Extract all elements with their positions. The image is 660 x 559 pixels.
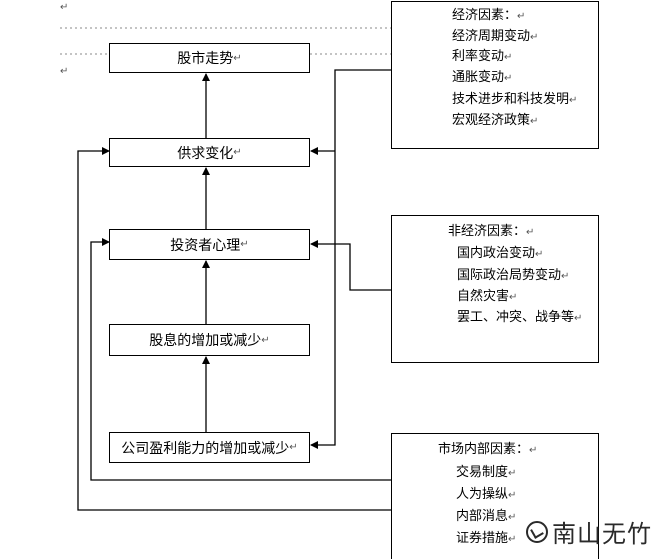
non-economic-factor-item: 国际政治局势变动 [457,268,562,283]
box-label: 投资者心理 [170,237,241,254]
market-internal-factors-title: 市场内部因素： [438,442,530,457]
economic-factor-item: 技术进步和科技发明 [452,92,570,107]
watermark-logo-icon [526,520,548,543]
box-supply-demand: 供求变化↵ [109,138,310,167]
paragraph-mark: ↵ [574,313,583,324]
paragraph-mark: ↵ [261,334,270,346]
paragraph-mark: ↵ [508,534,517,545]
market-internal-factor-item: 内部消息 [456,509,509,524]
paragraph-mark: ↵ [526,227,535,238]
paragraph-mark: ↵ [508,490,517,501]
box-label: 供求变化 [177,145,234,162]
non-economic-factor-item: 罢工、冲突、战争等 [457,310,575,325]
paragraph-mark: ↵ [504,73,513,84]
paragraph-mark: ↵ [240,239,249,250]
market-internal-factors-box: 市场内部因素：↵ 交易制度↵ 人为操纵↵ 内部消息↵ 证券措施↵ [391,433,599,559]
economic-factors-box: 经济因素：↵ 经济周期变动↵ 利率变动↵ 通胀变动↵ 技术进步和科技发明↵ 宏观… [391,1,599,149]
arrow-market-to-supply [77,147,392,511]
non-economic-factors-box: 非经济因素：↵ 国内政治变动↵ 国际政治局势变动↵ 自然灾害↵ 罢工、冲突、战争… [391,215,599,363]
paragraph-mark: ↵ [289,442,298,453]
paragraph-mark: ↵ [509,292,518,303]
paragraph-mark: ↵ [530,116,539,127]
economic-factor-item: 通胀变动 [452,70,505,85]
box-investor-psychology: 投资者心理↵ [109,229,310,260]
box-label: 股市走势 [177,51,234,67]
arrow-noneconomic-to-psychology [310,240,392,291]
paragraph-mark: ↵ [508,512,517,523]
box-label: 股息的增加或减少 [149,333,262,349]
non-economic-factor-item: 自然灾害 [457,289,510,304]
arrow-market-to-psychology [90,238,392,481]
paragraph-mark: ↵ [535,249,544,260]
market-internal-factor-item: 人为操纵 [456,487,509,502]
watermark-text: 南山无竹 [552,520,652,548]
market-internal-factor-item: 证券措施 [456,531,509,546]
paragraph-mark: ↵ [530,32,539,43]
paragraph-mark: ↵ [517,11,526,22]
paragraph-mark: ↵ [561,271,570,282]
paragraph-mark: ↵ [233,147,242,158]
economic-factors-title: 经济因素： [452,8,518,23]
economic-factor-item: 经济周期变动 [452,29,531,44]
economic-factor-item: 宏观经济政策 [452,113,531,128]
paragraph-mark: ↵ [233,52,242,64]
box-stock-trend: 股市走势↵ [109,43,310,73]
box-dividend-change: 股息的增加或减少↵ [109,324,310,356]
paragraph-mark: ↵ [504,52,513,63]
paragraph-mark: ↵ [529,445,538,456]
paragraph-mark: ↵ [60,2,69,13]
paragraph-mark: ↵ [508,468,517,479]
non-economic-factor-item: 国内政治变动 [457,246,536,261]
arrow-economic-to-profitability [310,69,392,449]
box-label: 公司盈利能力的增加或减少 [121,440,290,457]
watermark: 南山无竹 [526,514,652,549]
paragraph-mark: ↵ [60,66,69,77]
box-profitability-change: 公司盈利能力的增加或减少↵ [109,432,310,463]
market-internal-factor-item: 交易制度 [456,465,509,480]
paragraph-mark: ↵ [569,95,578,106]
non-economic-factors-title: 非经济因素： [448,224,527,239]
economic-factor-item: 利率变动 [452,49,505,64]
